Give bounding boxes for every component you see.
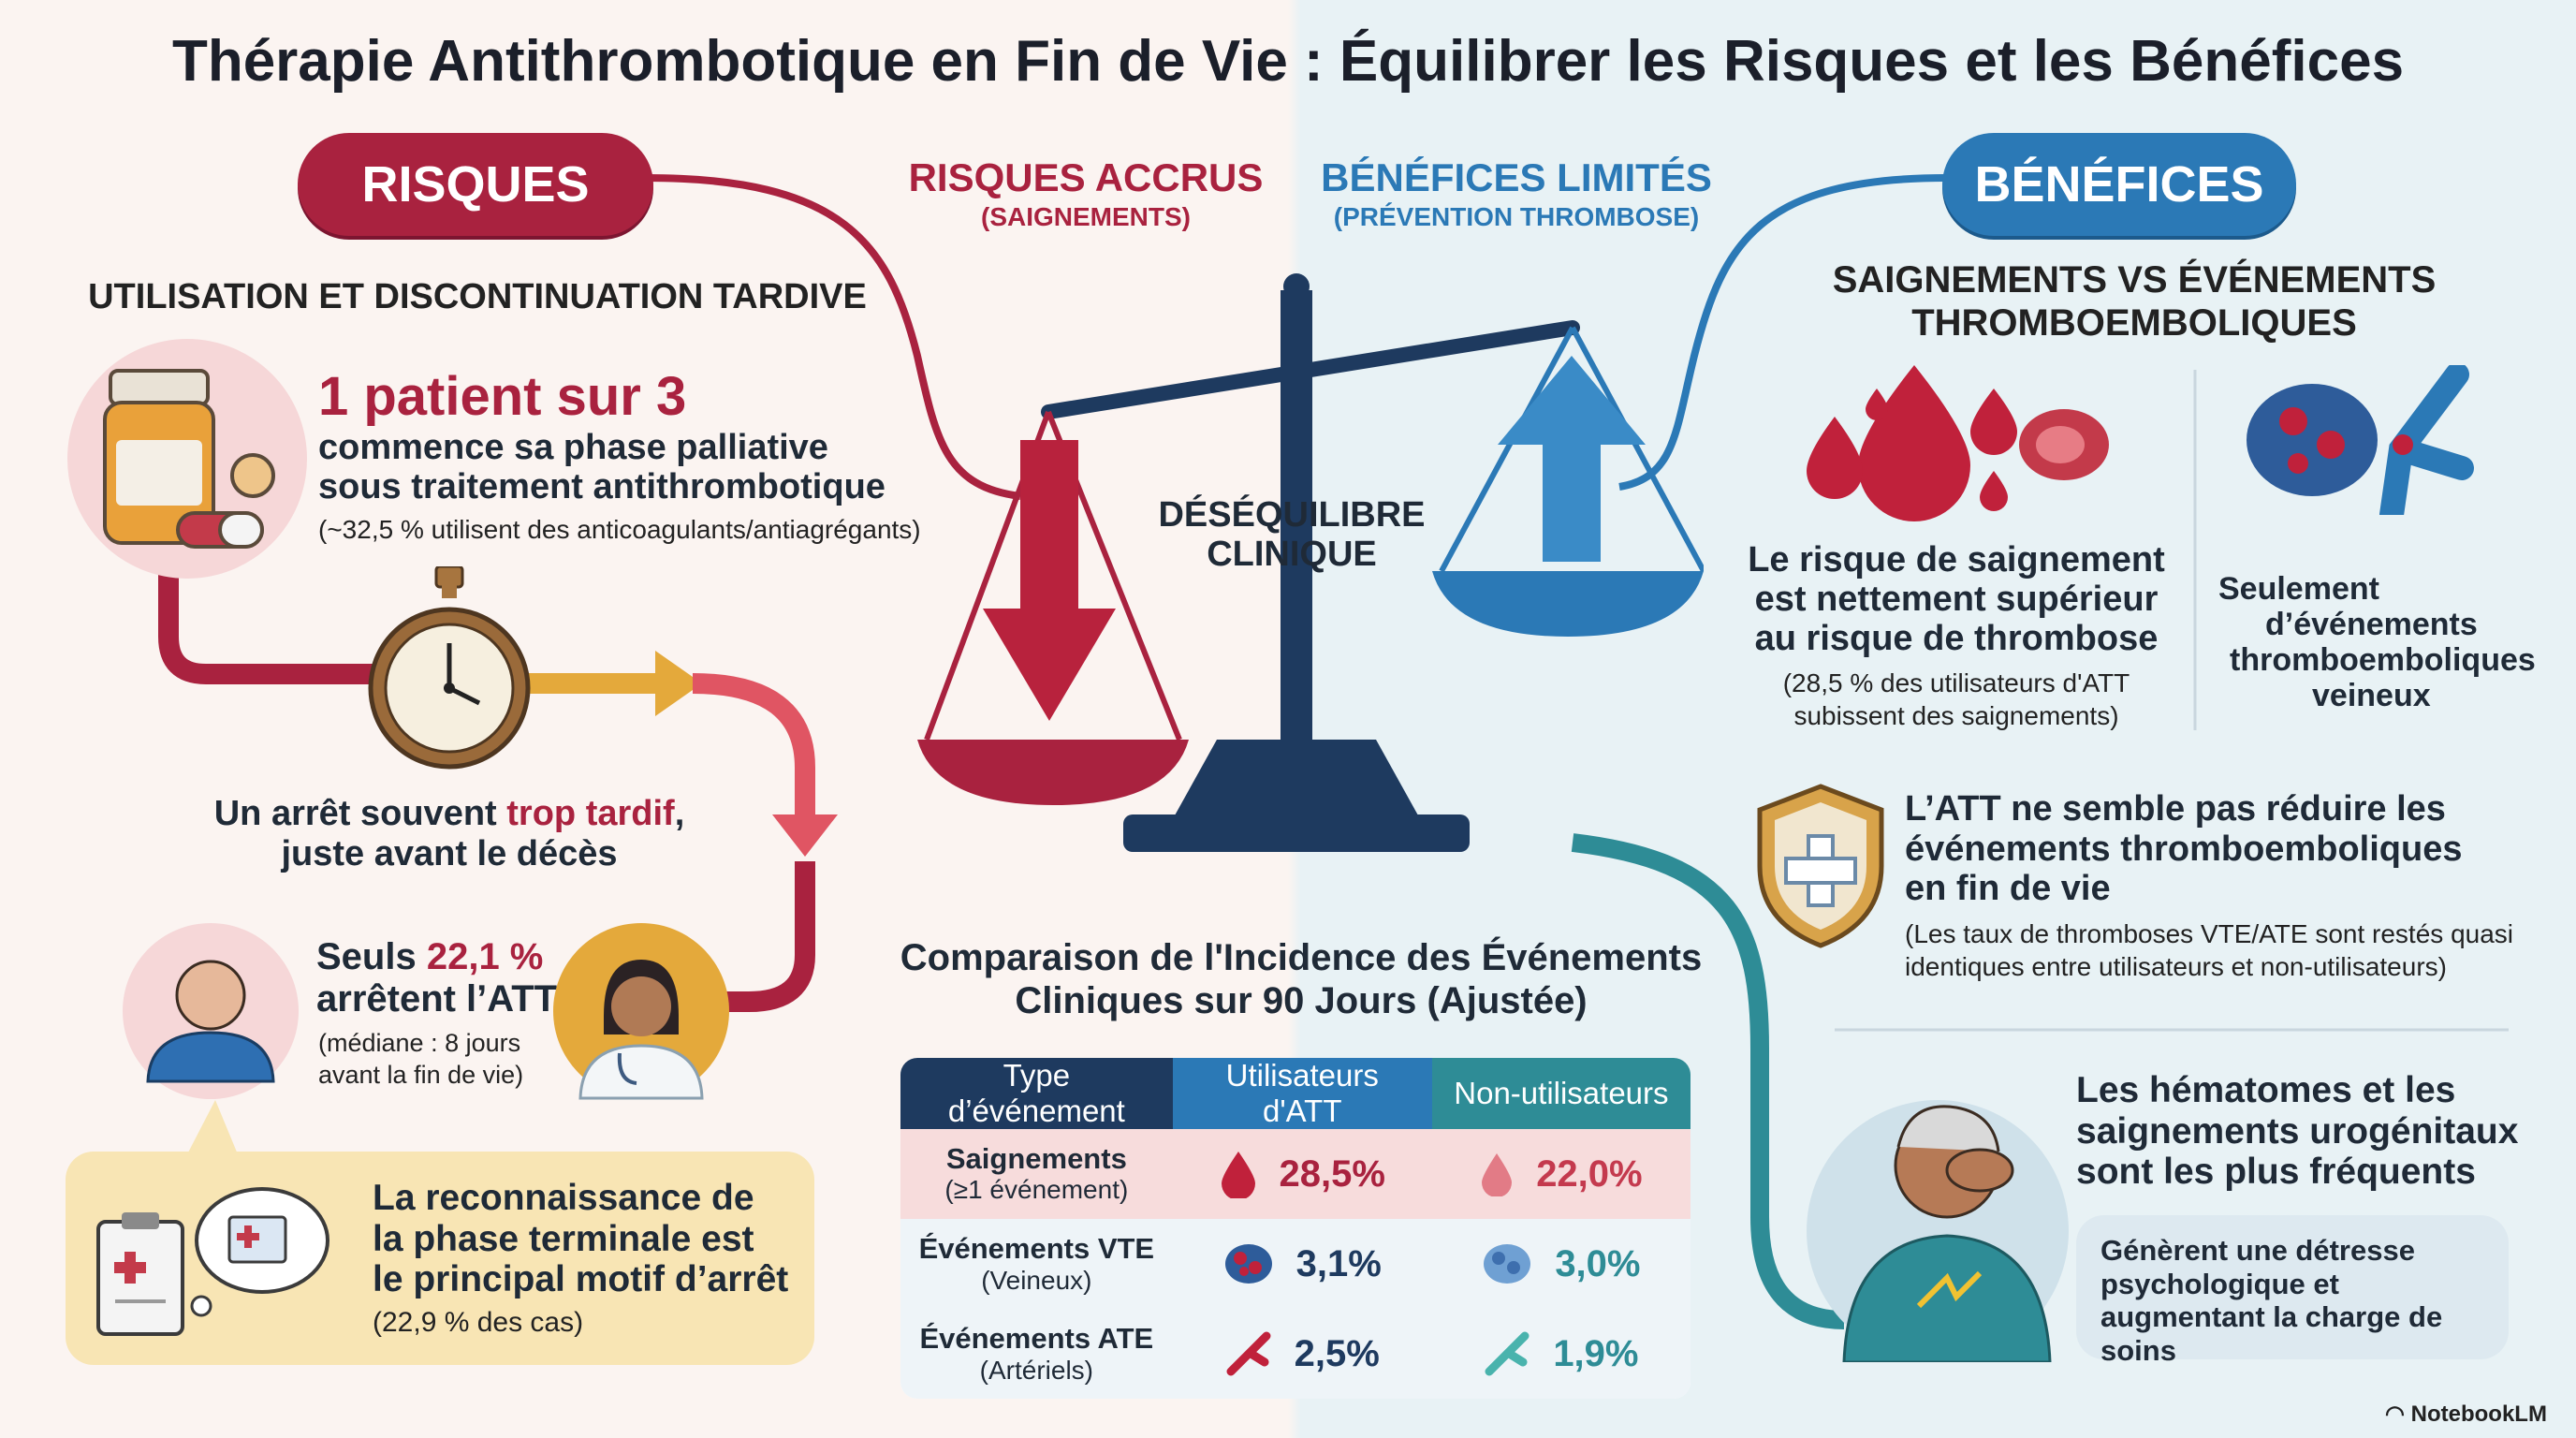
- row-sub: (≥1 événement): [944, 1175, 1129, 1205]
- col-header-nonusers: Non-utilisateurs: [1431, 1058, 1690, 1129]
- late-stop-highlight: trop tardif: [506, 794, 675, 833]
- blood-drop-light-icon: [1482, 1153, 1513, 1196]
- speech-tail: [187, 1100, 238, 1154]
- non-value: 3,0%: [1555, 1242, 1641, 1284]
- logo-icon: ◠: [2385, 1401, 2405, 1427]
- row-sub: (Artériels): [979, 1356, 1094, 1385]
- doctor-avatar-icon: [553, 923, 729, 1100]
- reason-card: [66, 1152, 814, 1365]
- non-value: 1,9%: [1553, 1332, 1639, 1374]
- blood-drop-icon: [1221, 1152, 1255, 1198]
- bleed-risk-note: (28,5 % des utilisateurs d'ATT subissent…: [1782, 668, 2130, 730]
- artery-light-icon: [1485, 1331, 1530, 1376]
- seuls-percent: 22,1 %: [426, 936, 544, 977]
- shield-icon: [1757, 784, 1884, 948]
- row-name: Événements ATE: [919, 1322, 1154, 1355]
- clipboard-thought-icon: [96, 1187, 329, 1336]
- row-name: Saignements: [945, 1141, 1127, 1175]
- att-value-cell: 3,1%: [1173, 1219, 1432, 1309]
- non-value-cell: 22,0%: [1432, 1129, 1690, 1219]
- comparison-table: Type d’événement Utilisateurs d'ATT Non-…: [900, 1058, 1690, 1399]
- seuls-stat: Seuls 22,1 % arrêtent l’ATT: [316, 936, 557, 1020]
- hematoma-box: [2076, 1215, 2509, 1359]
- distressed-patient-icon: [1807, 1100, 2069, 1362]
- reason-note: (22,9 % des cas): [373, 1307, 584, 1338]
- logo-text: NotebookLM: [2410, 1401, 2547, 1427]
- shield-text: L’ATT ne semble pas réduire les événemen…: [1905, 789, 2463, 909]
- one-in-three-stat: 1 patient sur 3: [318, 366, 687, 427]
- row-sub: (Veineux): [981, 1266, 1092, 1295]
- att-value: 28,5%: [1279, 1152, 1385, 1195]
- only-line2: d’événements: [2265, 607, 2478, 643]
- benefit-sublabel: (PRÉVENTION THROMBOSE): [1333, 202, 1700, 231]
- table-title: Comparaison de l'Incidence des Événement…: [880, 936, 1722, 1022]
- col-header-users: Utilisateurs d'ATT: [1172, 1058, 1432, 1129]
- clot-icon: [1224, 1244, 1272, 1284]
- only-line4: veineux: [2312, 678, 2431, 714]
- artery-icon: [1226, 1331, 1271, 1376]
- risques-pill: RISQUES: [298, 133, 653, 236]
- pill-bottle-icon: [67, 339, 307, 579]
- stat-description: commence sa phase palliative sous traite…: [318, 428, 886, 506]
- balance-scale-icon: [917, 273, 1704, 852]
- stat-note: (~32,5 % utilisent des anticoagulants/an…: [318, 515, 921, 544]
- stopwatch-icon: [368, 566, 531, 770]
- benefices-pill: BÉNÉFICES: [1942, 133, 2296, 236]
- row-label: Événements ATE(Artériels): [900, 1309, 1173, 1399]
- table-row: Événements VTE(Veineux) 3,1% 3,0%: [900, 1219, 1690, 1309]
- seuls-note: (médiane : 8 jours avant la fin de vie): [318, 1028, 523, 1092]
- row-name: Événements VTE: [918, 1232, 1155, 1265]
- only-vte-text: Seulement d’événements thromboemboliques…: [2218, 571, 2536, 714]
- seuls-note-line1: (médiane : 8 jours: [318, 1029, 521, 1057]
- imbalance-line2: CLINIQUE: [1207, 534, 1377, 574]
- left-heading: UTILISATION ET DISCONTINUATION TARDIVE: [88, 277, 867, 316]
- hematoma-box-text: Génèrent une détresse psychologique et a…: [2100, 1234, 2443, 1367]
- seuls-desc: arrêtent l’ATT: [316, 977, 558, 1020]
- late-stop-text: Un arrêt souvent trop tardif, juste avan…: [131, 794, 768, 873]
- right-heading-line2: THROMBOEMBOLIQUES: [1911, 302, 2357, 344]
- table-title-line1: Comparaison de l'Incidence des Événement…: [900, 937, 1703, 978]
- att-value-cell: 28,5%: [1173, 1129, 1432, 1219]
- row-label: Saignements(≥1 événement): [900, 1129, 1173, 1219]
- att-value: 2,5%: [1294, 1332, 1380, 1374]
- late-stop-part2: juste avant le décès: [281, 833, 618, 873]
- att-value-cell: 2,5%: [1173, 1309, 1432, 1399]
- right-heading: SAIGNEMENTS VS ÉVÉNEMENTS THROMBOEMBOLIQ…: [1778, 258, 2490, 345]
- risk-sublabel: (SAIGNEMENTS): [981, 202, 1191, 231]
- right-heading-line1: SAIGNEMENTS VS ÉVÉNEMENTS: [1832, 259, 2437, 301]
- shield-note: (Les taux de thromboses VTE/ATE sont res…: [1905, 919, 2514, 981]
- non-value: 22,0%: [1536, 1152, 1643, 1195]
- reason-text: La reconnaissance de la phase terminale …: [373, 1178, 789, 1300]
- non-value-cell: 1,9%: [1432, 1309, 1690, 1399]
- bleed-risk-text: Le risque de saignement est nettement su…: [1748, 540, 2165, 658]
- seuls-label: Seuls: [316, 936, 427, 977]
- benefit-label: BÉNÉFICES LIMITÉS: [1321, 155, 1712, 199]
- late-stop-comma: ,: [674, 794, 685, 833]
- table-row: Événements ATE(Artériels) 2,5% 1,9%: [900, 1309, 1690, 1399]
- patient-avatar-icon: [123, 923, 299, 1099]
- venous-clot-icon: [2247, 365, 2474, 515]
- hematoma-text: Les hématomes et les saignements urogéni…: [2076, 1070, 2519, 1193]
- only-line3: thromboemboliques: [2230, 642, 2536, 679]
- imbalance-line1: DÉSÉQUILIBRE: [1158, 495, 1426, 535]
- seuls-note-line2: avant la fin de vie): [318, 1060, 524, 1089]
- table-title-line2: Cliniques sur 90 Jours (Ajustée): [1015, 980, 1588, 1021]
- clot-light-icon: [1484, 1244, 1531, 1284]
- att-value: 3,1%: [1295, 1242, 1382, 1284]
- page-title: Thérapie Antithrombotique en Fin de Vie …: [171, 29, 2405, 94]
- non-value-cell: 3,0%: [1432, 1219, 1690, 1309]
- blood-drops-icon: [1807, 365, 2109, 521]
- notebooklm-logo: ◠ NotebookLM: [2385, 1401, 2547, 1428]
- col-header-type: Type d’événement: [900, 1058, 1173, 1129]
- imbalance-label: DÉSÉQUILIBRE CLINIQUE: [1151, 495, 1432, 575]
- only-line1: Seulement: [2218, 571, 2379, 607]
- row-label: Événements VTE(Veineux): [900, 1219, 1173, 1309]
- late-stop-part1: Un arrêt souvent: [213, 794, 507, 833]
- risk-label: RISQUES ACCRUS: [908, 155, 1264, 199]
- table-row: Saignements(≥1 événement) 28,5% 22,0%: [900, 1129, 1690, 1219]
